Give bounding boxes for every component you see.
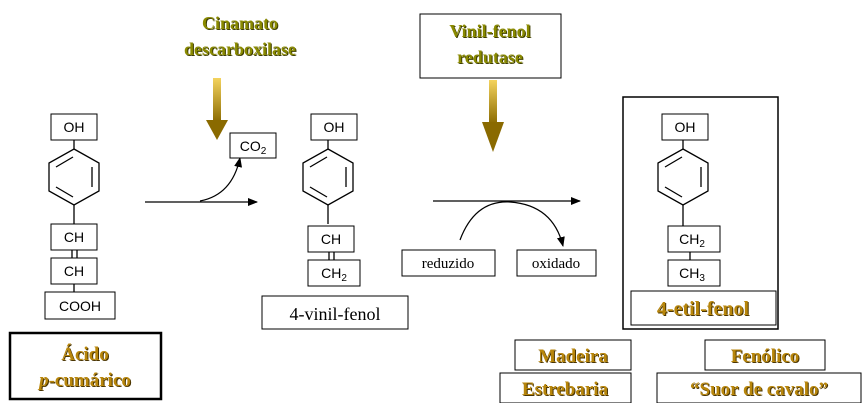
acid-ch2-box <box>50 257 98 285</box>
vinyl-ch2-box <box>307 259 361 287</box>
molecule-4-vinil-fenol: OH CH CH2 <box>302 113 361 287</box>
descriptor-suor-shadow: “Suor de cavalo” <box>691 380 829 401</box>
descriptor-fenolico-shadow: Fenólico <box>732 347 801 368</box>
acid-name-line2-shadow: p-cumárico <box>38 371 132 392</box>
enzyme-vinil-box <box>419 13 562 79</box>
ethyl-ch2-label: CH2 <box>679 231 705 250</box>
acid-oh-box <box>50 113 98 141</box>
acid-ch1-box <box>50 223 98 251</box>
enzyme-cinamato-line1-shadow: Cinamato <box>203 14 279 34</box>
descriptor-estrebaria-shadow: Estrebaria <box>523 380 610 401</box>
enzyme-cinamato-line2: descarboxilase <box>184 39 296 59</box>
acid-benzene-ring <box>48 148 100 206</box>
descriptor-fenolico-label: Fenólico <box>731 346 800 367</box>
gold-arrow-right <box>482 80 504 152</box>
enzyme-vinil-line1-shadow: Vinil-fenol <box>450 22 531 42</box>
molecule-acido-p-cumarico: OH CH CH COOH <box>44 113 116 320</box>
ethyl-product-frame <box>622 96 779 330</box>
ethyl-name-box: 4-etil-fenol 4-etil-fenol <box>630 290 777 326</box>
enzyme-cinamato-line2-shadow: descarboxilase <box>185 40 297 60</box>
enzyme-cinamato-line1: Cinamato <box>202 13 278 33</box>
acid-name-line1-shadow: Ácido <box>62 344 110 366</box>
acid-cooh-box <box>44 291 116 320</box>
vinyl-oh-box <box>310 113 358 141</box>
cofactor-oxidized-box: oxidado <box>516 249 597 277</box>
enzyme-cinamato-descarboxilase: Cinamato Cinamato descarboxilase descarb… <box>184 13 297 60</box>
cofactor-oxidized-label: oxidado <box>532 256 580 272</box>
vinyl-ch2-label: CH2 <box>321 265 347 284</box>
acid-name-line2: p-cumárico <box>37 370 131 391</box>
molecule-4-etil-fenol: OH CH2 CH3 <box>657 113 721 287</box>
co2-label: CO2 <box>240 138 267 157</box>
descriptor-suor-de-cavalo: “Suor de cavalo” “Suor de cavalo” <box>656 372 862 403</box>
vinyl-ch-label: CH <box>321 231 341 247</box>
acid-ch2-label: CH <box>64 263 84 279</box>
descriptor-madeira-shadow: Madeira <box>539 347 609 368</box>
vinyl-name: 4-vinil-fenol <box>290 304 381 324</box>
ethyl-name-shadow: 4-etil-fenol <box>658 299 751 321</box>
enzyme-vinil-line2: redutase <box>457 47 523 67</box>
enzyme-vinil-fenol-redutase: Vinil-fenol Vinil-fenol redutase redutas… <box>419 13 562 79</box>
vinyl-ch-box <box>307 225 355 253</box>
descriptor-fenolico: Fenólico Fenólico <box>704 339 826 371</box>
ethyl-ch3-label: CH3 <box>679 265 705 284</box>
acid-name-box: Ácido Ácido p-cumárico p-cumárico <box>8 331 163 401</box>
descriptor-madeira: Madeira Madeira <box>514 339 632 371</box>
descriptor-suor-label: “Suor de cavalo” <box>690 379 828 400</box>
descriptor-madeira-label: Madeira <box>538 346 608 367</box>
ethyl-name: 4-etil-fenol <box>657 298 750 320</box>
cofactor-reduced-box: reduzido <box>401 249 496 277</box>
co2-release-arrow <box>199 157 243 202</box>
enzyme-vinil-line1: Vinil-fenol <box>449 21 530 41</box>
ethyl-oh-label: OH <box>675 119 696 135</box>
cofactor-reduced-label: reduzido <box>422 256 474 272</box>
acid-oh-label: OH <box>64 119 85 135</box>
acid-cooh-label: COOH <box>59 298 101 314</box>
ethyl-ch2-box <box>667 225 721 253</box>
ethyl-oh-box <box>661 113 709 141</box>
ethyl-benzene-ring <box>657 148 709 206</box>
acid-ch1-label: CH <box>64 229 84 245</box>
co2-box: CO2 <box>229 132 277 159</box>
vinyl-oh-label: OH <box>324 119 345 135</box>
enzyme-vinil-line2-shadow: redutase <box>458 48 524 68</box>
vinyl-benzene-ring <box>302 148 354 206</box>
vinyl-name-box: 4-vinil-fenol <box>261 295 409 330</box>
descriptor-estrebaria-label: Estrebaria <box>522 379 609 400</box>
cofactor-arrow <box>459 201 565 247</box>
descriptor-estrebaria: Estrebaria Estrebaria <box>499 372 632 403</box>
gold-arrow-left <box>206 78 228 140</box>
ethyl-ch3-box <box>667 259 721 287</box>
acid-name-line1: Ácido <box>61 343 109 365</box>
